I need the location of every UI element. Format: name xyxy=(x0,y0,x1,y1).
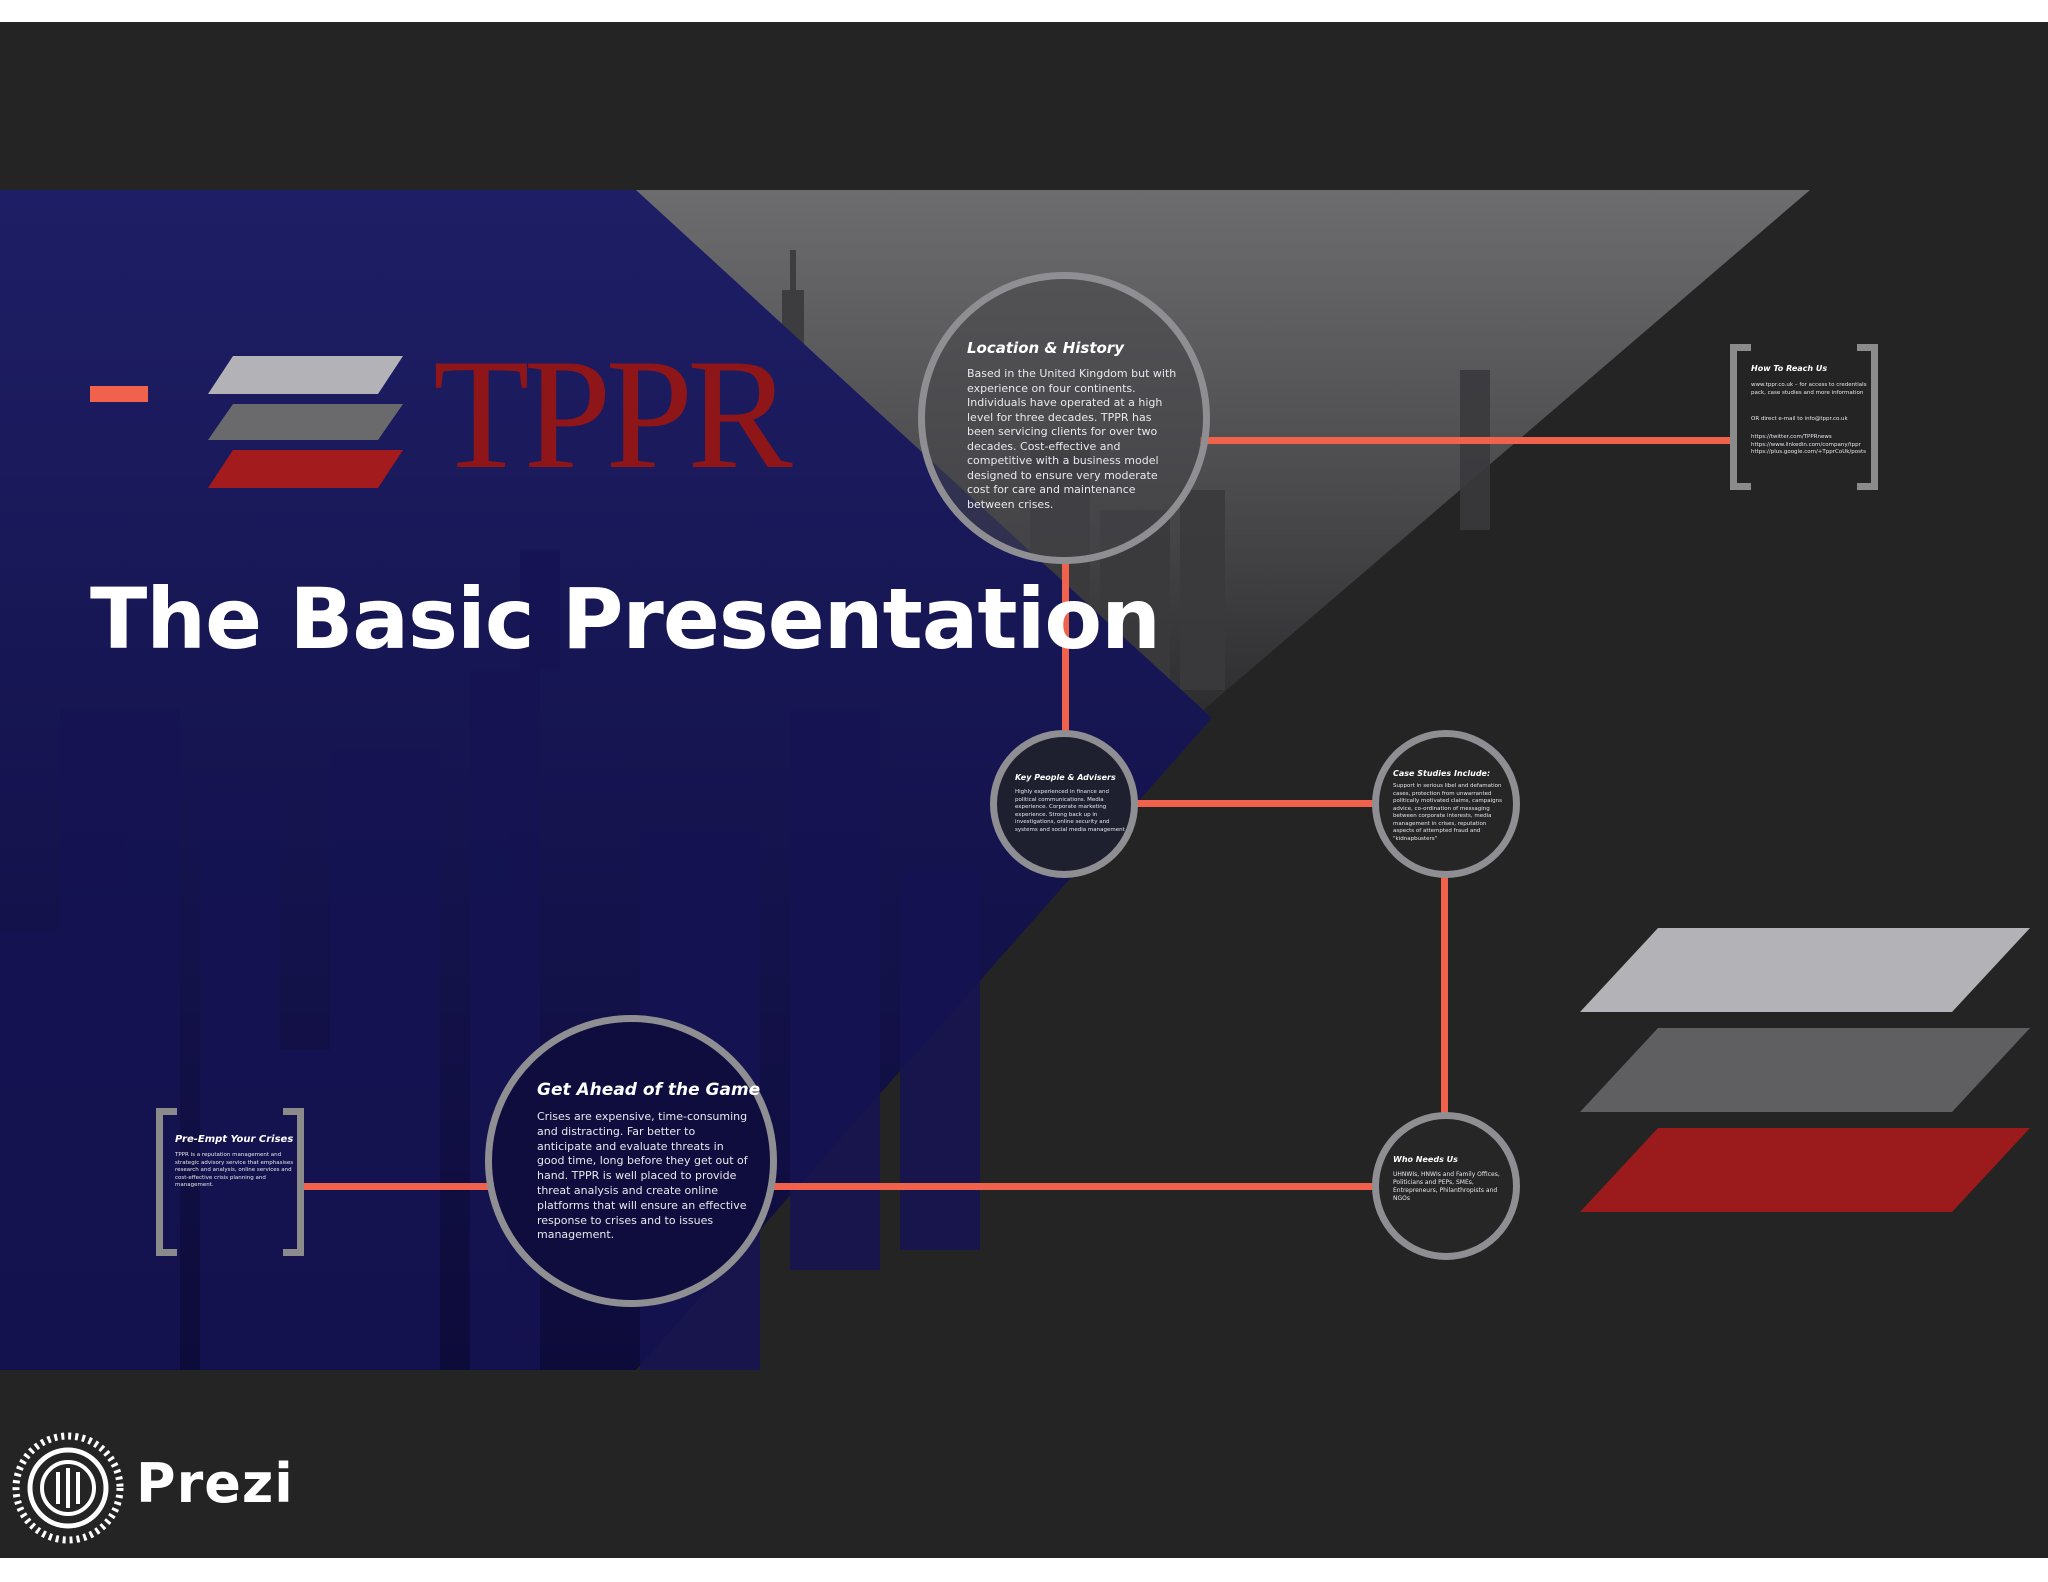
node-who-needs-us-body: UHNWIs, HNWIs and Family Offices, Politi… xyxy=(1393,1171,1500,1202)
node-key-people-body: Highly experienced in finance and politi… xyxy=(1015,789,1125,833)
node-get-ahead-body: Crises are expensive, time-consuming and… xyxy=(537,1110,748,1242)
node-case-studies-title: Case Studies Include: xyxy=(1393,769,1491,778)
node-get-ahead-title: Get Ahead of the Game xyxy=(537,1080,761,1100)
connector-cases-to-who xyxy=(1441,870,1448,1200)
node-case-studies-body: Support in serious libel and defamation … xyxy=(1393,783,1503,842)
node-key-people[interactable]: Key People & Advisers Highly experienced… xyxy=(990,730,1138,878)
presentation-stage: TPPR The Basic Presentation Location & H… xyxy=(0,22,2048,1558)
node-how-to-reach[interactable]: How To Reach Us www.tppr.co.uk – for acc… xyxy=(1730,344,1878,490)
node-how-to-reach-line2: OR direct e-mail to info@tppr.co.uk xyxy=(1751,416,1848,422)
node-how-to-reach-title: How To Reach Us xyxy=(1751,364,1828,373)
connector-location-to-reach xyxy=(1200,437,1730,444)
logo-dash xyxy=(90,386,148,402)
node-pre-empt-body: TPPR is a reputation management and stra… xyxy=(175,1152,294,1188)
connector-preempt-to-getahead xyxy=(300,1183,490,1190)
node-who-needs-us[interactable]: Who Needs Us UHNWIs, HNWIs and Family Of… xyxy=(1372,1112,1520,1260)
node-how-to-reach-line1: www.tppr.co.uk – for access to credentia… xyxy=(1751,382,1867,396)
prezi-logo-icon xyxy=(12,1432,124,1544)
city-skyline-background xyxy=(0,190,1810,1370)
prezi-label: Prezi xyxy=(136,1452,294,1515)
node-case-studies[interactable]: Case Studies Include: Support in serious… xyxy=(1372,730,1520,878)
node-get-ahead[interactable]: Get Ahead of the Game Crises are expensi… xyxy=(485,1015,777,1307)
node-how-to-reach-line3: https://twitter.com/TPPRnews https://www… xyxy=(1751,434,1867,455)
presentation-canvas: TPPR The Basic Presentation Location & H… xyxy=(0,190,2048,1370)
logo-stack-icon xyxy=(208,356,403,488)
node-who-needs-us-title: Who Needs Us xyxy=(1393,1155,1458,1164)
node-location-history-body: Based in the United Kingdom but with exp… xyxy=(967,367,1177,511)
prezi-branding[interactable]: Prezi xyxy=(12,1432,293,1544)
presentation-title: The Basic Presentation xyxy=(90,570,1161,668)
tppr-logo: TPPR xyxy=(88,336,828,500)
connector-getahead-to-who xyxy=(770,1183,1378,1190)
connector-keypeople-to-cases xyxy=(1130,800,1375,807)
decorative-stack-icon xyxy=(1580,928,2030,1212)
connector-location-to-keypeople xyxy=(1062,563,1069,733)
node-pre-empt-title: Pre-Empt Your Crises xyxy=(175,1134,294,1145)
node-pre-empt[interactable]: Pre-Empt Your Crises TPPR is a reputatio… xyxy=(156,1108,304,1256)
node-key-people-title: Key People & Advisers xyxy=(1015,773,1116,782)
node-location-history[interactable]: Location & History Based in the United K… xyxy=(918,272,1210,564)
node-location-history-title: Location & History xyxy=(967,339,1124,357)
logo-wordmark: TPPR xyxy=(433,327,793,502)
